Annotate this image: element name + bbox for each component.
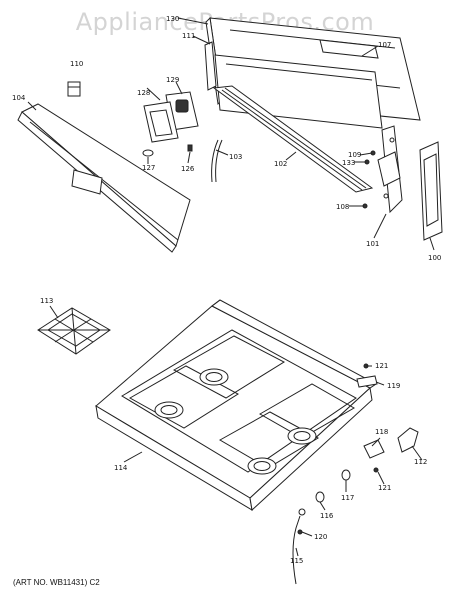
callout-113: 113 — [40, 297, 53, 305]
support-rod-115 — [292, 508, 306, 585]
bracket-118-112 — [363, 427, 419, 459]
callout-111: 111 — [182, 32, 195, 40]
leader-lines — [27, 17, 435, 557]
callout-121-lower: 121 — [378, 484, 391, 492]
end-bracket-101 — [377, 125, 403, 214]
callout-130: 130 — [166, 15, 179, 23]
callout-100: 100 — [428, 254, 441, 262]
support-arm-103 — [211, 139, 223, 183]
clip-126 — [187, 144, 193, 152]
callout-127: 127 — [142, 164, 155, 172]
callout-117: 117 — [341, 494, 354, 502]
callout-108: 108 — [336, 203, 349, 211]
callout-118: 118 — [375, 428, 388, 436]
cooktop-114 — [95, 299, 377, 511]
callout-120: 120 — [314, 533, 327, 541]
callout-107: 107 — [378, 41, 391, 49]
control-panel-104 — [17, 103, 191, 253]
callout-101: 101 — [366, 240, 379, 248]
callout-116: 116 — [320, 512, 334, 520]
callout-115: 115 — [290, 557, 303, 565]
callout-110: 110 — [70, 60, 83, 68]
art-number: (ART NO. WB11431) C2 — [13, 578, 100, 587]
clock-switch-110 — [67, 81, 81, 97]
knob-127 — [142, 149, 154, 157]
timer-bezel-128 — [143, 101, 179, 143]
callout-103: 103 — [229, 153, 242, 161]
burner-grate-113 — [37, 307, 111, 355]
rail-102 — [212, 85, 374, 193]
hinge-119 — [356, 363, 378, 388]
side-bracket-111 — [204, 41, 217, 91]
callout-133: 133 — [342, 159, 355, 167]
callout-121-upper: 121 — [375, 362, 388, 370]
callout-102: 102 — [274, 160, 287, 168]
callout-109: 109 — [348, 151, 361, 159]
fasteners-109-133-108 — [362, 150, 376, 209]
callout-119: 119 — [387, 382, 400, 390]
end-cap-100 — [419, 141, 443, 241]
callout-114: 114 — [114, 464, 128, 472]
callout-112: 112 — [414, 458, 427, 466]
callout-126: 126 — [181, 165, 195, 173]
callout-128: 128 — [137, 89, 150, 97]
callout-129: 129 — [166, 76, 179, 84]
callout-104: 104 — [12, 94, 26, 102]
